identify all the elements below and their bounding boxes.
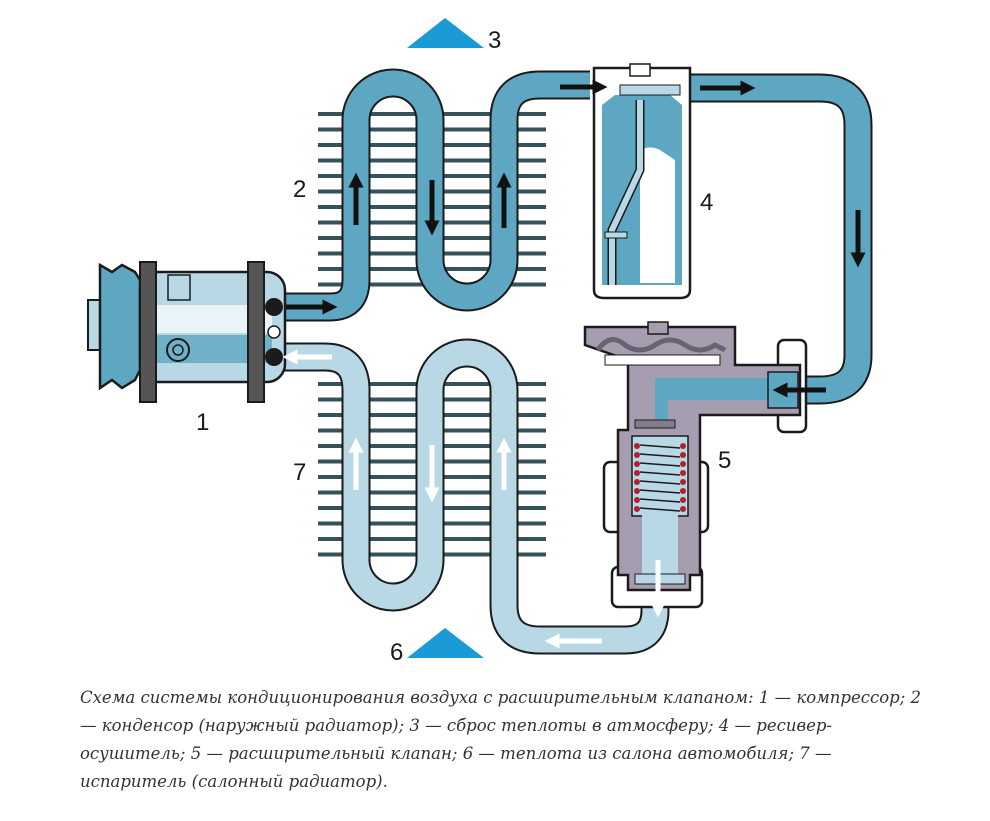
label-condenser: 2 bbox=[293, 176, 306, 203]
diagram-caption: Схема системы кондиционирования воздуха … bbox=[80, 688, 922, 791]
spring-wire-section bbox=[634, 461, 640, 467]
label-compressor: 1 bbox=[196, 409, 209, 436]
spring-coil bbox=[639, 471, 681, 476]
spring-coil bbox=[639, 453, 681, 458]
condenser-coil bbox=[285, 68, 590, 322]
label-heat-out: 3 bbox=[488, 27, 501, 54]
receiver-dryer bbox=[592, 63, 692, 300]
flow-arrows bbox=[282, 79, 866, 649]
spring-wire-section bbox=[634, 443, 640, 449]
heat-out-triangle-icon bbox=[407, 18, 484, 48]
spring bbox=[634, 443, 686, 512]
spring-wire-section bbox=[680, 452, 686, 458]
spring-coil bbox=[639, 507, 681, 512]
spring-wire-section bbox=[634, 479, 640, 485]
spring-wire-section bbox=[680, 470, 686, 476]
label-receiver-dryer: 4 bbox=[700, 189, 713, 216]
spring-wire-section bbox=[680, 479, 686, 485]
spring-wire-section bbox=[634, 497, 640, 503]
label-heat-in: 6 bbox=[390, 639, 403, 666]
spring-coil bbox=[639, 462, 681, 467]
label-expansion-valve: 5 bbox=[718, 447, 731, 474]
spring-wire-section bbox=[634, 452, 640, 458]
spring-wire-section bbox=[634, 506, 640, 512]
spring-wire-section bbox=[680, 488, 686, 494]
ac-system-diagram: 1 2 3 4 5 6 7 bbox=[87, 18, 873, 666]
spring-coil bbox=[639, 480, 681, 485]
evaporator-coil bbox=[285, 338, 670, 655]
compressor bbox=[87, 261, 287, 403]
spring-coil bbox=[639, 444, 681, 449]
label-evaporator: 7 bbox=[293, 459, 306, 486]
spring-wire-section bbox=[680, 443, 686, 449]
spring-wire-section bbox=[634, 488, 640, 494]
spring-wire-section bbox=[680, 506, 686, 512]
spring-coil bbox=[639, 498, 681, 503]
spring-wire-section bbox=[634, 470, 640, 476]
heat-in-triangle-icon bbox=[407, 628, 484, 658]
spring-coil bbox=[639, 489, 681, 494]
spring-wire-section bbox=[680, 497, 686, 503]
expansion-valve bbox=[583, 321, 808, 609]
spring-wire-section bbox=[680, 461, 686, 467]
